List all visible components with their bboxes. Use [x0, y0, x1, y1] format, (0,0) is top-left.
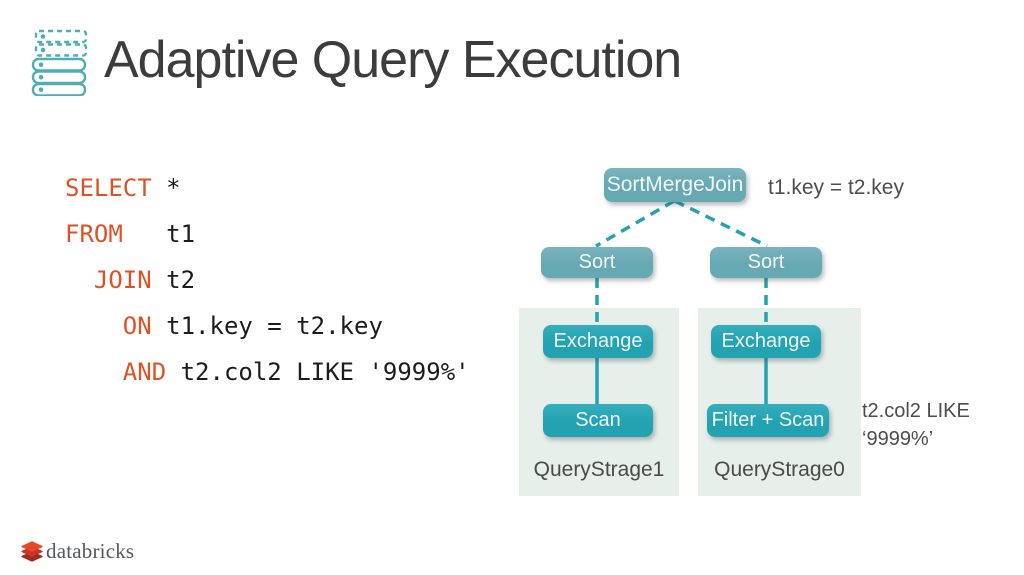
join-condition-annotation: t1.key = t2.key — [768, 176, 904, 199]
databricks-logo-icon — [21, 540, 43, 562]
query-stage-0-label: QueryStrage0 — [714, 458, 845, 481]
sql-code-block: SELECT * FROM t1 JOIN t2 ON t1.key = t2.… — [65, 165, 470, 395]
sql-line-and: AND t2.col2 LIKE '9999%' — [122, 358, 470, 386]
node-exchange-left: Exchange — [543, 325, 653, 358]
filter-condition-annotation: t2.col2 LIKE ‘9999%’ — [862, 400, 970, 450]
node-sort-merge-join: SortMergeJoin — [604, 168, 746, 202]
sql-line-on: ON t1.key = t2.key — [122, 312, 383, 340]
sql-line-from: FROM t1 — [65, 220, 196, 248]
query-stage-1-label: QueryStrage1 — [533, 458, 665, 481]
database-stack-icon — [31, 29, 88, 96]
node-sort-right: Sort — [710, 247, 822, 278]
databricks-logo-text: databricks — [46, 539, 135, 563]
node-filter-scan: Filter + Scan — [707, 404, 829, 437]
node-scan: Scan — [543, 404, 653, 437]
sql-line-join: JOIN t2 — [93, 266, 196, 294]
databricks-logo: databricks — [20, 539, 134, 564]
page-title: Adaptive Query Execution — [104, 31, 682, 89]
node-sort-left: Sort — [541, 247, 653, 278]
node-exchange-right: Exchange — [711, 325, 821, 358]
sql-line-select: SELECT * — [65, 174, 181, 202]
